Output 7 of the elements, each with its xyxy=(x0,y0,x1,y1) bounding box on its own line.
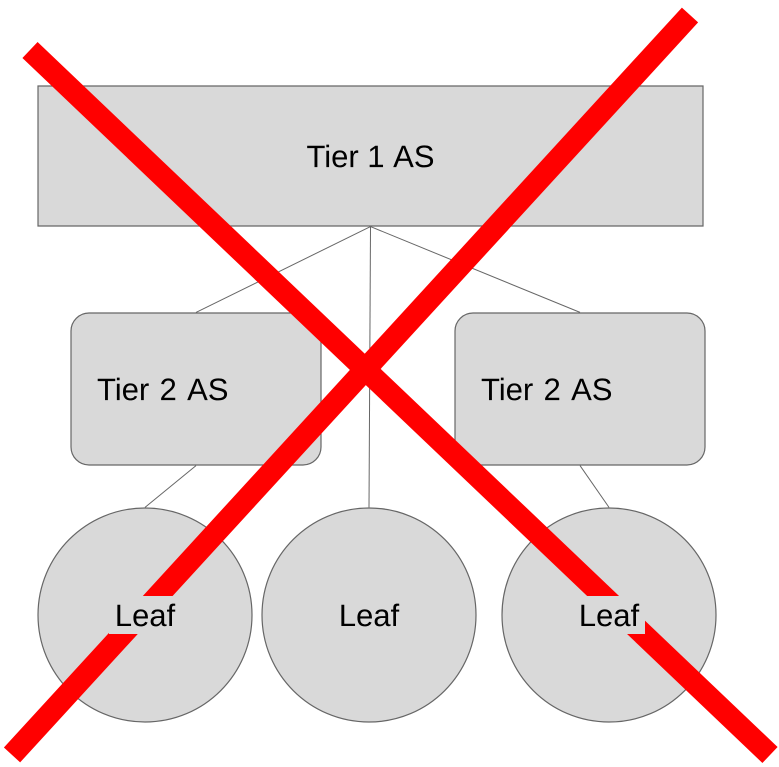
connector-line xyxy=(144,465,196,508)
connector-line xyxy=(196,226,371,313)
rounded-box: Tier 2 AS xyxy=(454,312,706,466)
connector-line xyxy=(580,465,610,508)
connector-line xyxy=(370,226,580,313)
tier-box: Tier 1 AS xyxy=(37,85,704,227)
rounded-box: Tier 2 AS xyxy=(70,312,322,466)
